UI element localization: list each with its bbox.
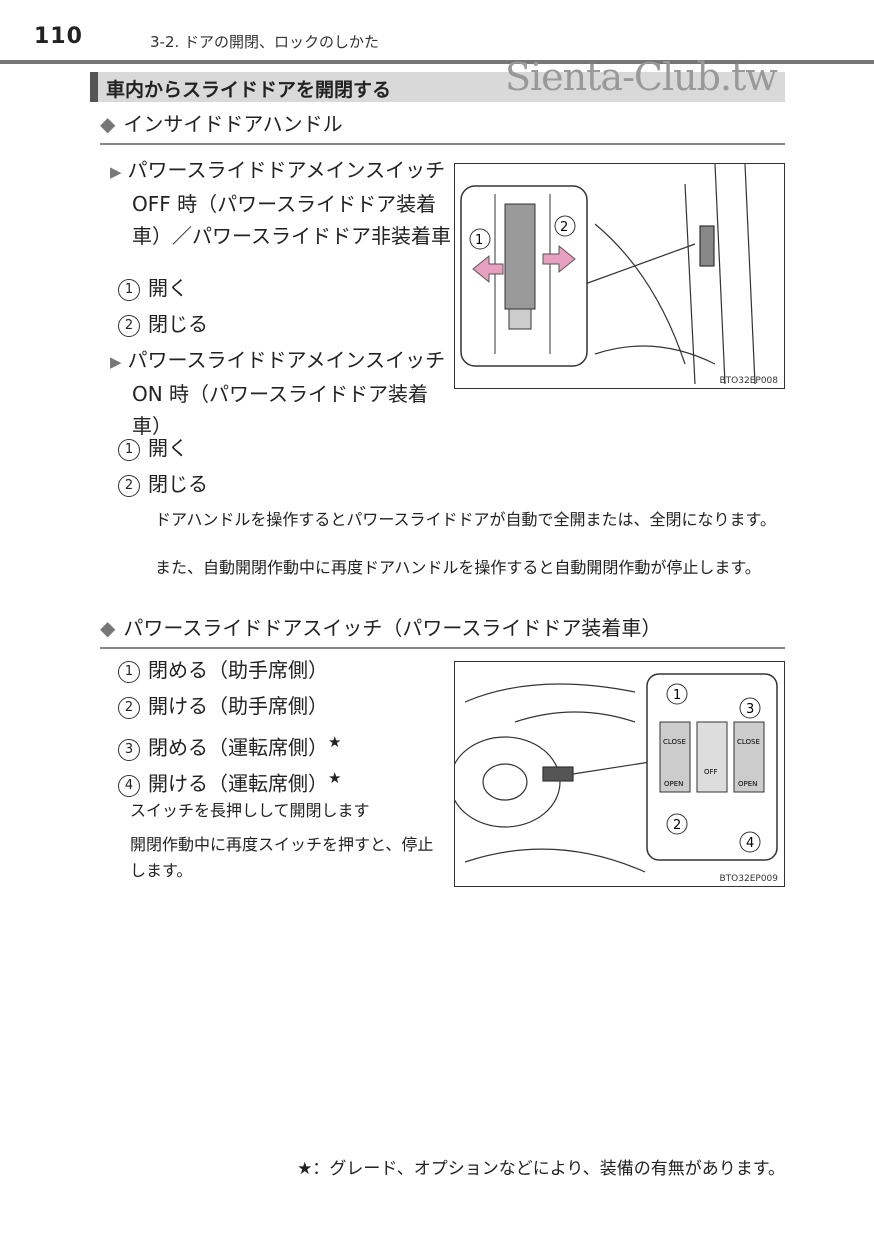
- figure-code: BTO32EP008: [719, 376, 779, 386]
- item-label: 閉じる: [148, 472, 208, 496]
- case1-bullet: ▶ パワースライドドアメインスイッチ OFF 時（パワースライドドア装着車）／パワ…: [110, 154, 457, 252]
- chapter-title: 3-2. ドアの開閉、ロックのしかた: [150, 33, 380, 51]
- subheading-power-switch: ◆ パワースライドドアスイッチ（パワースライドドア装着車）: [100, 612, 785, 649]
- circled-number: 2: [118, 697, 140, 719]
- instruction-text: スイッチを長押しして開閉します: [130, 801, 370, 820]
- subheading-text: インサイドドアハンドル: [123, 112, 343, 136]
- item-label: 閉める（助手席側）: [148, 658, 328, 682]
- footnote: ★：グレード、オプションなどにより、装備の有無があります。: [297, 1159, 785, 1179]
- door-handle-illustration: 1 2: [460, 163, 756, 385]
- off-label: OFF: [704, 768, 718, 776]
- diamond-icon: ◆: [100, 112, 116, 136]
- triangle-icon: ▶: [110, 163, 122, 181]
- list-item: 3 閉める（運転席側）★: [118, 726, 341, 764]
- svg-text:2: 2: [673, 818, 681, 833]
- svg-text:2: 2: [560, 220, 568, 235]
- circled-number: 3: [118, 738, 140, 761]
- subheading-inside-handle: ◆ インサイドドアハンドル: [100, 108, 785, 145]
- circled-number: 1: [118, 279, 140, 301]
- item-label: 開く: [148, 276, 188, 300]
- svg-text:1: 1: [475, 233, 483, 248]
- figure-code: BTO32EP009: [719, 874, 779, 884]
- circled-number: 2: [118, 475, 140, 497]
- list-item: 2 閉じる: [118, 468, 208, 500]
- circled-number: 1: [118, 661, 140, 683]
- triangle-icon: ▶: [110, 353, 122, 371]
- case2-text: パワースライドドアメインスイッチ ON 時（パワースライドドア装着車）: [127, 348, 446, 438]
- close-label: CLOSE: [663, 738, 686, 746]
- circled-number: 4: [118, 774, 140, 797]
- note-paragraph: ドアハンドルを操作するとパワースライドドアが自動で全開または、全閉になります。: [155, 510, 776, 529]
- svg-text:4: 4: [746, 836, 754, 851]
- close-label: CLOSE: [737, 738, 760, 746]
- item-label: 閉める（運転席側）: [148, 735, 328, 760]
- list-item: 1 閉める（助手席側）: [118, 654, 328, 686]
- subheading-text: パワースライドドアスイッチ（パワースライドドア装着車）: [123, 616, 662, 640]
- svg-text:3: 3: [746, 702, 754, 717]
- item-label: 開く: [148, 436, 188, 460]
- star-icon: ★: [328, 733, 342, 751]
- circled-number: 2: [118, 315, 140, 337]
- case1-text: パワースライドドアメインスイッチ OFF 時（パワースライドドア装着車）／パワー…: [127, 158, 451, 248]
- section-heading: 車内からスライドドアを開閉する: [90, 72, 785, 102]
- star-icon: ★: [328, 769, 342, 787]
- list-item: 2 閉じる: [118, 308, 208, 340]
- header-rule: [0, 60, 874, 64]
- item-label: 閉じる: [148, 312, 208, 336]
- instruction-text: 開閉作動中に再度スイッチを押すと、停止します。: [130, 835, 434, 880]
- case2-bullet: ▶ パワースライドドアメインスイッチ ON 時（パワースライドドア装着車）: [110, 344, 457, 442]
- list-item: 2 開ける（助手席側）: [118, 690, 328, 722]
- open-label: OPEN: [738, 780, 757, 788]
- watermark: Sienta-Club.tw: [505, 55, 778, 99]
- figure-inside-handle: 1 2 BTO32EP008: [454, 163, 785, 389]
- list-item: 4 開ける（運転席側）★: [118, 762, 341, 800]
- diamond-icon: ◆: [100, 616, 116, 640]
- page-number: 110: [34, 24, 83, 49]
- open-label: OPEN: [664, 780, 683, 788]
- item-label: 開ける（助手席側）: [148, 694, 328, 718]
- dashboard-switch-illustration: CLOSE CLOSE OFF OPEN OPEN 1 3 2 4: [449, 673, 778, 873]
- svg-text:1: 1: [673, 688, 681, 703]
- list-item: 1 開く: [118, 432, 188, 464]
- figure-power-switch: CLOSE CLOSE OFF OPEN OPEN 1 3 2 4 BTO32EP00…: [449, 661, 785, 887]
- item-label: 開ける（運転席側）: [148, 771, 328, 796]
- circled-number: 1: [118, 439, 140, 461]
- list-item: 1 開く: [118, 272, 188, 304]
- note-paragraph: また、自動開閉作動中に再度ドアハンドルを操作すると自動開閉作動が停止します。: [155, 558, 761, 577]
- section-title: 車内からスライドドアを開閉する: [106, 79, 392, 101]
